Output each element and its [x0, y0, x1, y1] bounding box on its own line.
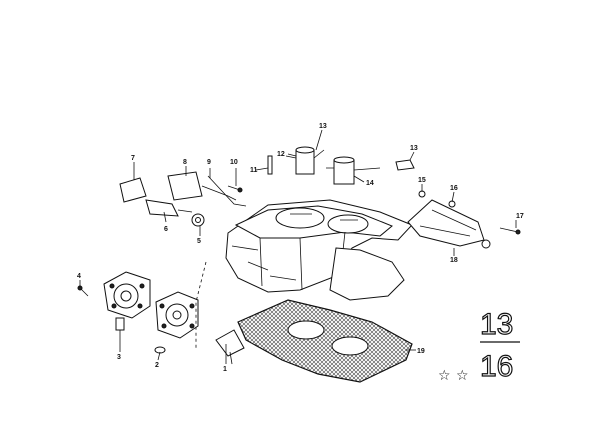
- callout-6: 6: [164, 226, 168, 233]
- callout-13-right: 13: [410, 145, 418, 152]
- diaphragm-cover-right: [154, 291, 199, 354]
- group-number: 13 16 ☆ ☆: [438, 307, 520, 384]
- callout-11: 11: [250, 167, 258, 174]
- callout-5: 5: [197, 238, 201, 245]
- callout-4: 4: [77, 273, 81, 280]
- callout-1: 1: [223, 366, 227, 373]
- callout-18: 18: [450, 257, 458, 264]
- callout-15: 15: [418, 177, 426, 184]
- callout-16: 16: [450, 185, 458, 192]
- callout-3: 3: [117, 354, 121, 361]
- star-2: ☆: [456, 368, 469, 384]
- callout-10: 10: [230, 159, 238, 166]
- group-number-top: 13: [480, 308, 513, 341]
- callout-19: 19: [417, 348, 425, 355]
- callout-17: 17: [516, 213, 524, 220]
- callout-2: 2: [155, 362, 159, 369]
- carburettor-body: [225, 199, 413, 301]
- callout-7: 7: [131, 155, 135, 162]
- small-parts: [77, 146, 521, 365]
- callout-12: 12: [277, 151, 285, 158]
- leader-lines: [79, 129, 517, 364]
- callout-labels: 1 2 3 4 5 6 7 8 9 10 11 12 13 13 14 15 1…: [77, 123, 524, 373]
- diaphragm-cover-left: [103, 271, 151, 331]
- star-1: ☆: [438, 368, 451, 384]
- group-number-bottom: 16: [480, 350, 513, 383]
- callout-8: 8: [183, 159, 187, 166]
- callout-9: 9: [207, 159, 211, 166]
- gasket: [237, 299, 413, 383]
- callout-14: 14: [366, 180, 374, 187]
- assembly-line: [195, 261, 207, 348]
- callout-13-top: 13: [319, 123, 327, 130]
